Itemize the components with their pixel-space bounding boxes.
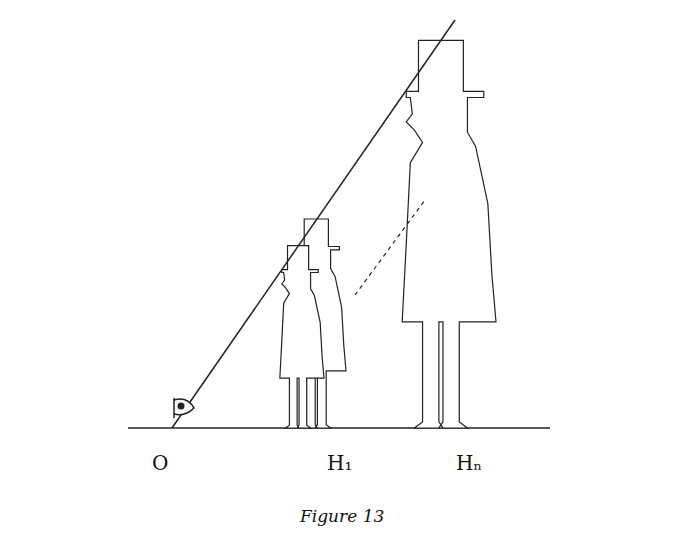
- sight-line: [172, 20, 455, 428]
- man-figure: [280, 246, 324, 428]
- dashed-line: [355, 200, 425, 295]
- point-label: O: [152, 452, 168, 474]
- figure-caption: Figure 13: [300, 507, 384, 526]
- point-label: Hₙ: [456, 452, 482, 474]
- point-label: H₁: [327, 452, 352, 474]
- man-figure: [402, 40, 496, 428]
- eye-symbol: [174, 398, 194, 418]
- ground-line: [128, 427, 550, 429]
